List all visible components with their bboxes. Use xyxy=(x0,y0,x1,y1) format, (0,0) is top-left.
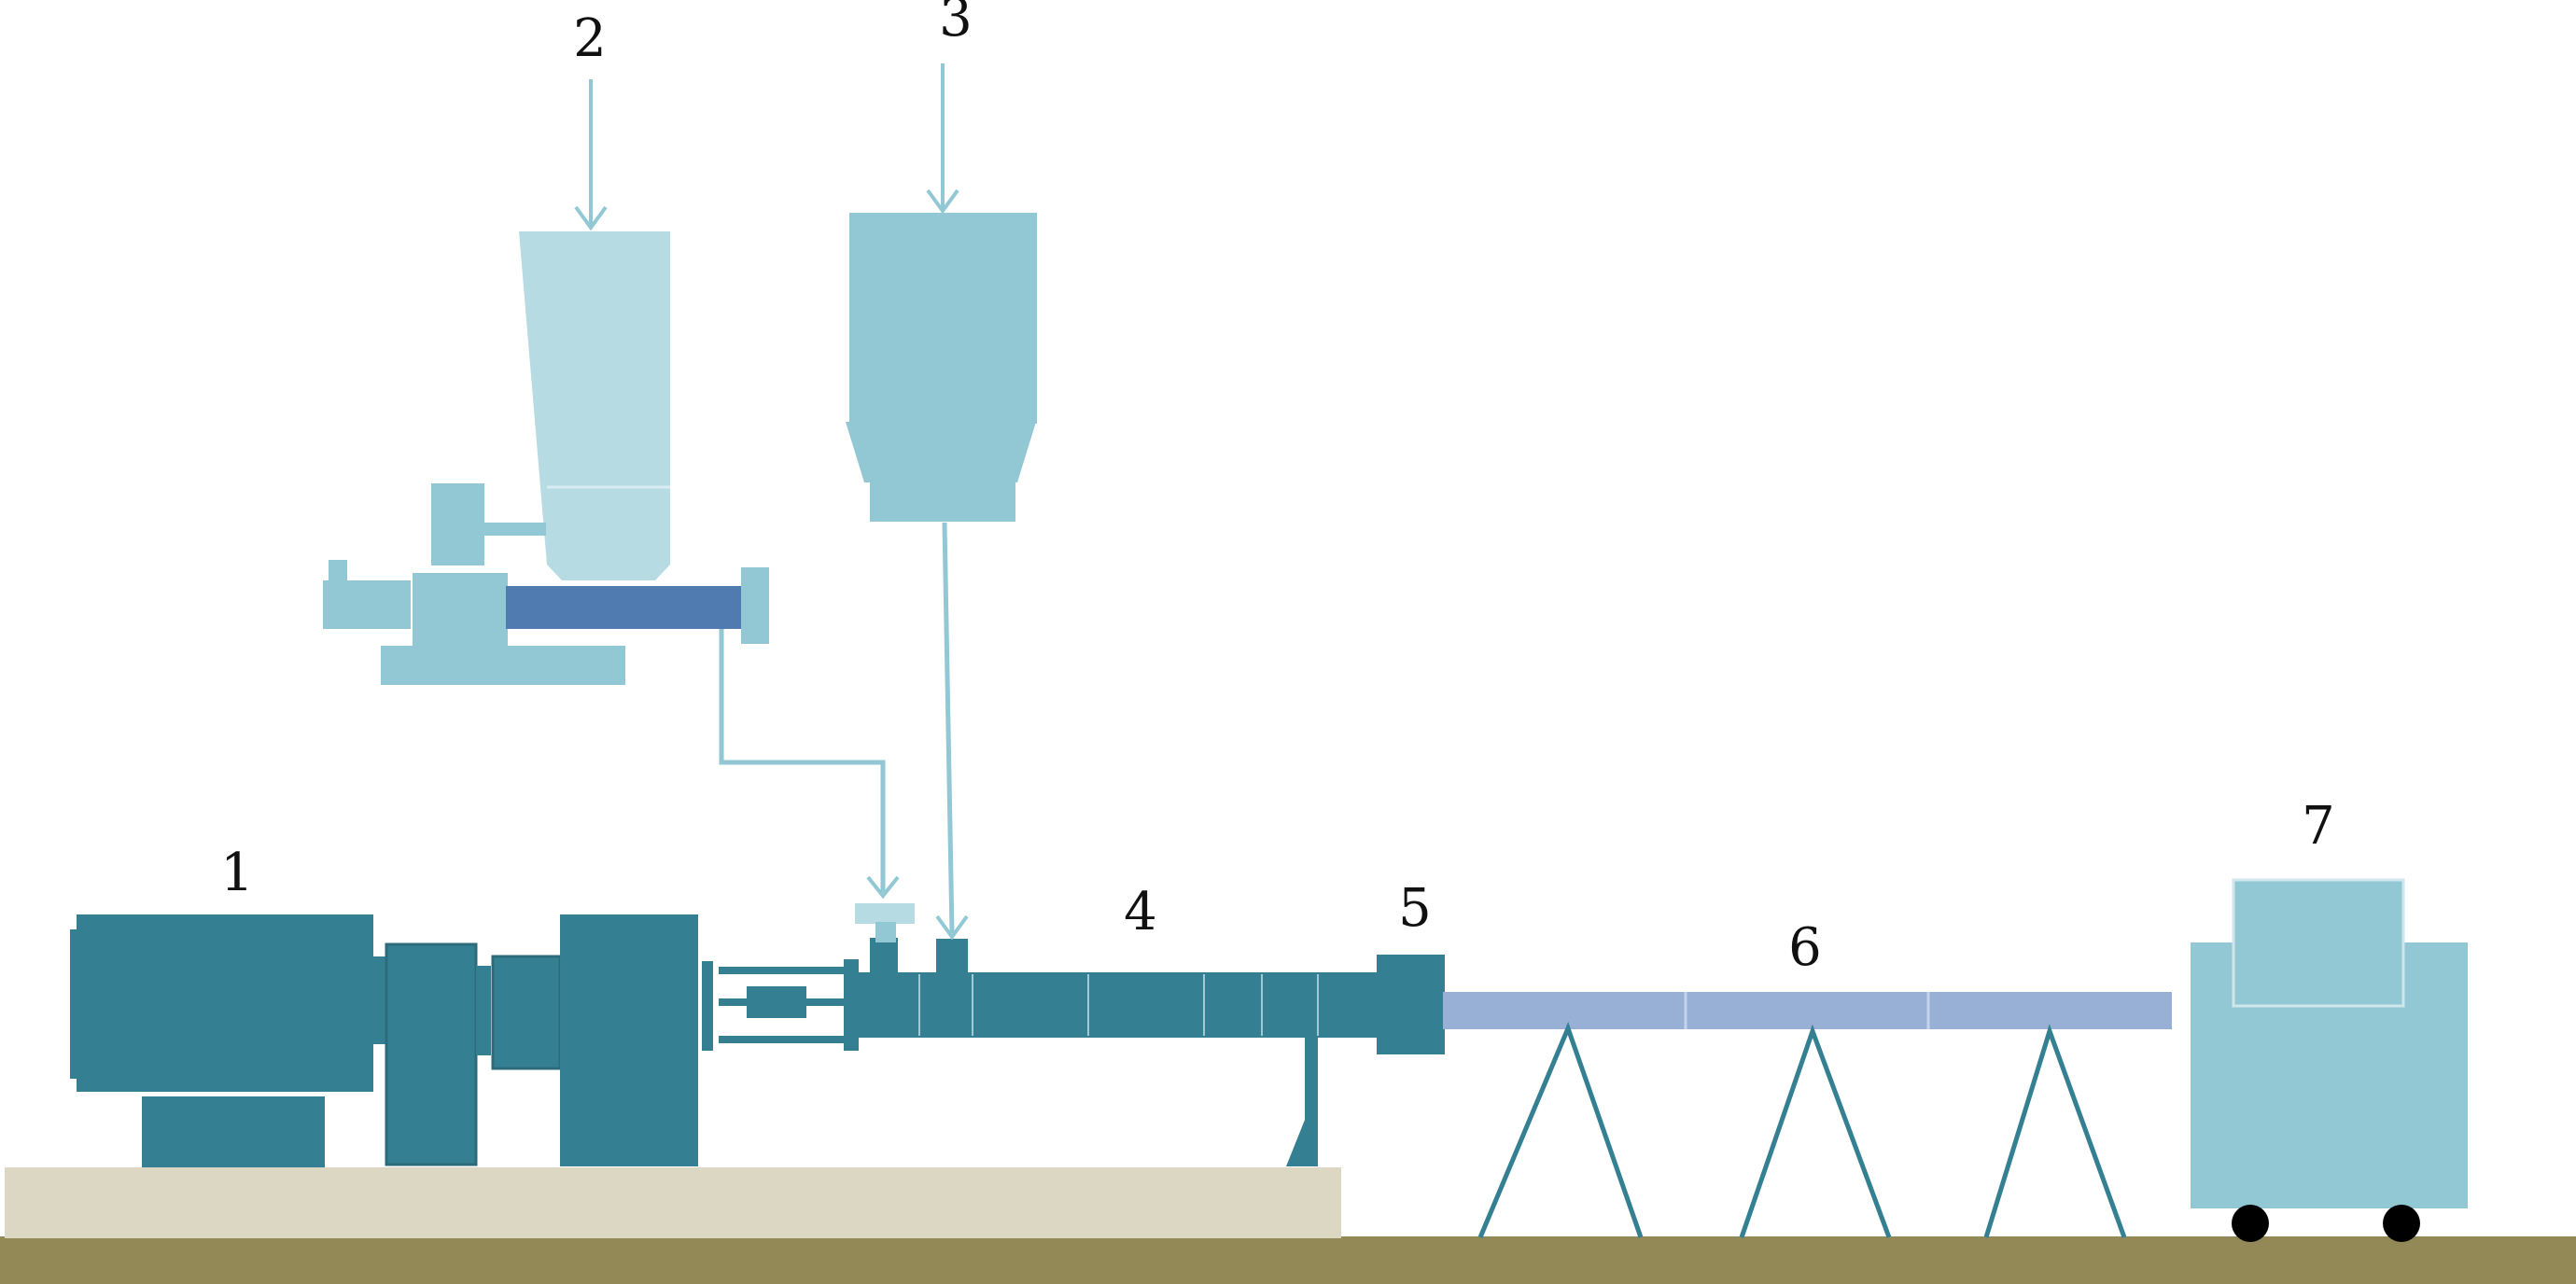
callout-label-1: 1 xyxy=(220,843,254,903)
feeder-hopper xyxy=(519,231,670,580)
callout-label-4: 4 xyxy=(1124,882,1157,942)
motor-body xyxy=(77,914,373,1092)
callout-label-2: 2 xyxy=(573,8,607,69)
callout-label-6: 6 xyxy=(1788,917,1822,978)
wheel-right xyxy=(2383,1205,2420,1242)
stand-2 xyxy=(1739,1024,1892,1238)
callout-label-5: 5 xyxy=(1398,878,1432,939)
side-feed-pipe xyxy=(719,629,886,892)
stand-3 xyxy=(1983,1024,2127,1238)
barrel-support xyxy=(1286,1038,1318,1166)
callout-label-3: 3 xyxy=(939,0,973,49)
feed-throat-2 xyxy=(936,939,968,976)
strand xyxy=(1443,992,2172,1029)
feed-throat-1 xyxy=(870,938,898,975)
coupling-block xyxy=(385,942,478,1166)
floor xyxy=(0,1236,2576,1284)
stand-1 xyxy=(1477,1022,1644,1238)
motor-foot xyxy=(142,1096,325,1167)
wheel-left xyxy=(2232,1205,2269,1242)
side-feed-inlet xyxy=(855,903,915,924)
feeder-base xyxy=(381,646,625,685)
feeder-motor xyxy=(431,483,484,565)
feeder-screw xyxy=(506,586,741,629)
callout-label-7: 7 xyxy=(2302,796,2335,857)
hopper-bin xyxy=(849,213,1037,424)
input-arrows xyxy=(574,63,959,231)
main-hopper xyxy=(846,213,1037,941)
die xyxy=(1377,955,1445,1054)
cooling-line xyxy=(1443,992,2172,1238)
motor-assembly xyxy=(70,914,849,1167)
side-feeder xyxy=(323,231,915,942)
machine-base xyxy=(5,1167,1341,1238)
extruder-barrel xyxy=(844,938,1378,1166)
gearbox xyxy=(491,955,562,1070)
pelletizer xyxy=(2191,878,2468,1242)
